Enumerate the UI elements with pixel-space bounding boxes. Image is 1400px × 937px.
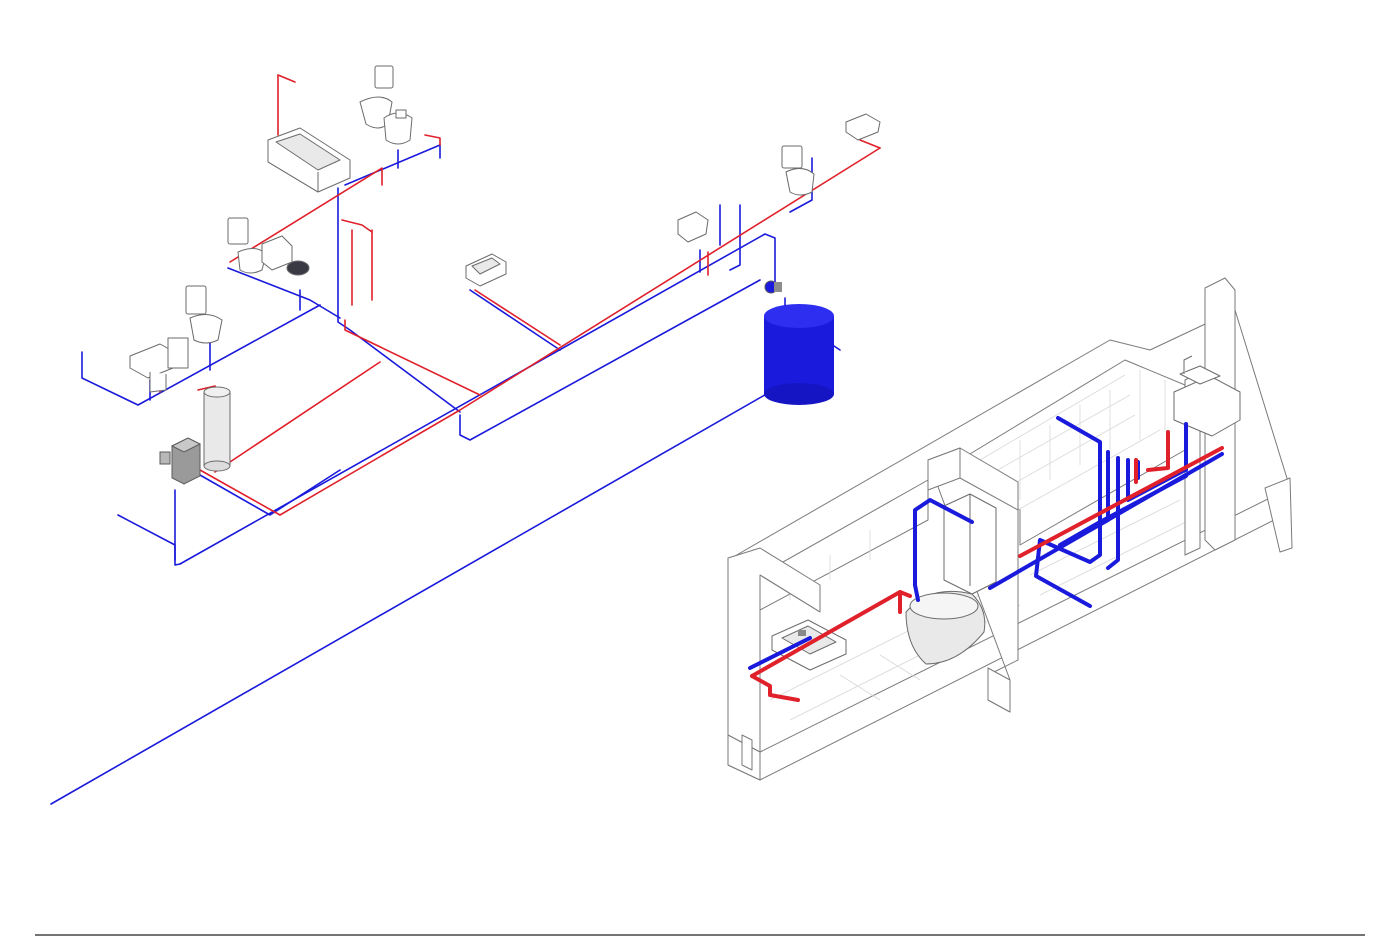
storage-tank <box>764 297 841 405</box>
washbasin-right <box>677 211 709 243</box>
cold-water-pipes <box>81 144 813 566</box>
wall-hung-toilet <box>905 590 986 665</box>
cistern <box>943 493 997 595</box>
washbasin-left <box>129 337 189 393</box>
whole-house-schematic <box>50 65 881 805</box>
toilet-middle <box>227 217 267 274</box>
floor-drain <box>286 260 310 276</box>
toilet-right <box>781 145 815 196</box>
corner-washbasin <box>1173 355 1241 437</box>
washbasin-far-right <box>845 113 881 141</box>
toilet-left <box>185 285 223 344</box>
pump <box>764 280 782 294</box>
main-supply-line <box>50 391 771 805</box>
bidet-upper <box>383 109 413 145</box>
hot-water-pipes <box>159 74 881 516</box>
bathroom-cold-pipes <box>748 416 1224 670</box>
bathroom-cutaway <box>727 277 1293 781</box>
gas-boiler <box>159 437 202 485</box>
bathroom-hot-pipes <box>750 430 1224 702</box>
electric-water-heater <box>203 386 231 472</box>
washbasin-center <box>465 253 507 287</box>
bathtub <box>267 127 351 193</box>
